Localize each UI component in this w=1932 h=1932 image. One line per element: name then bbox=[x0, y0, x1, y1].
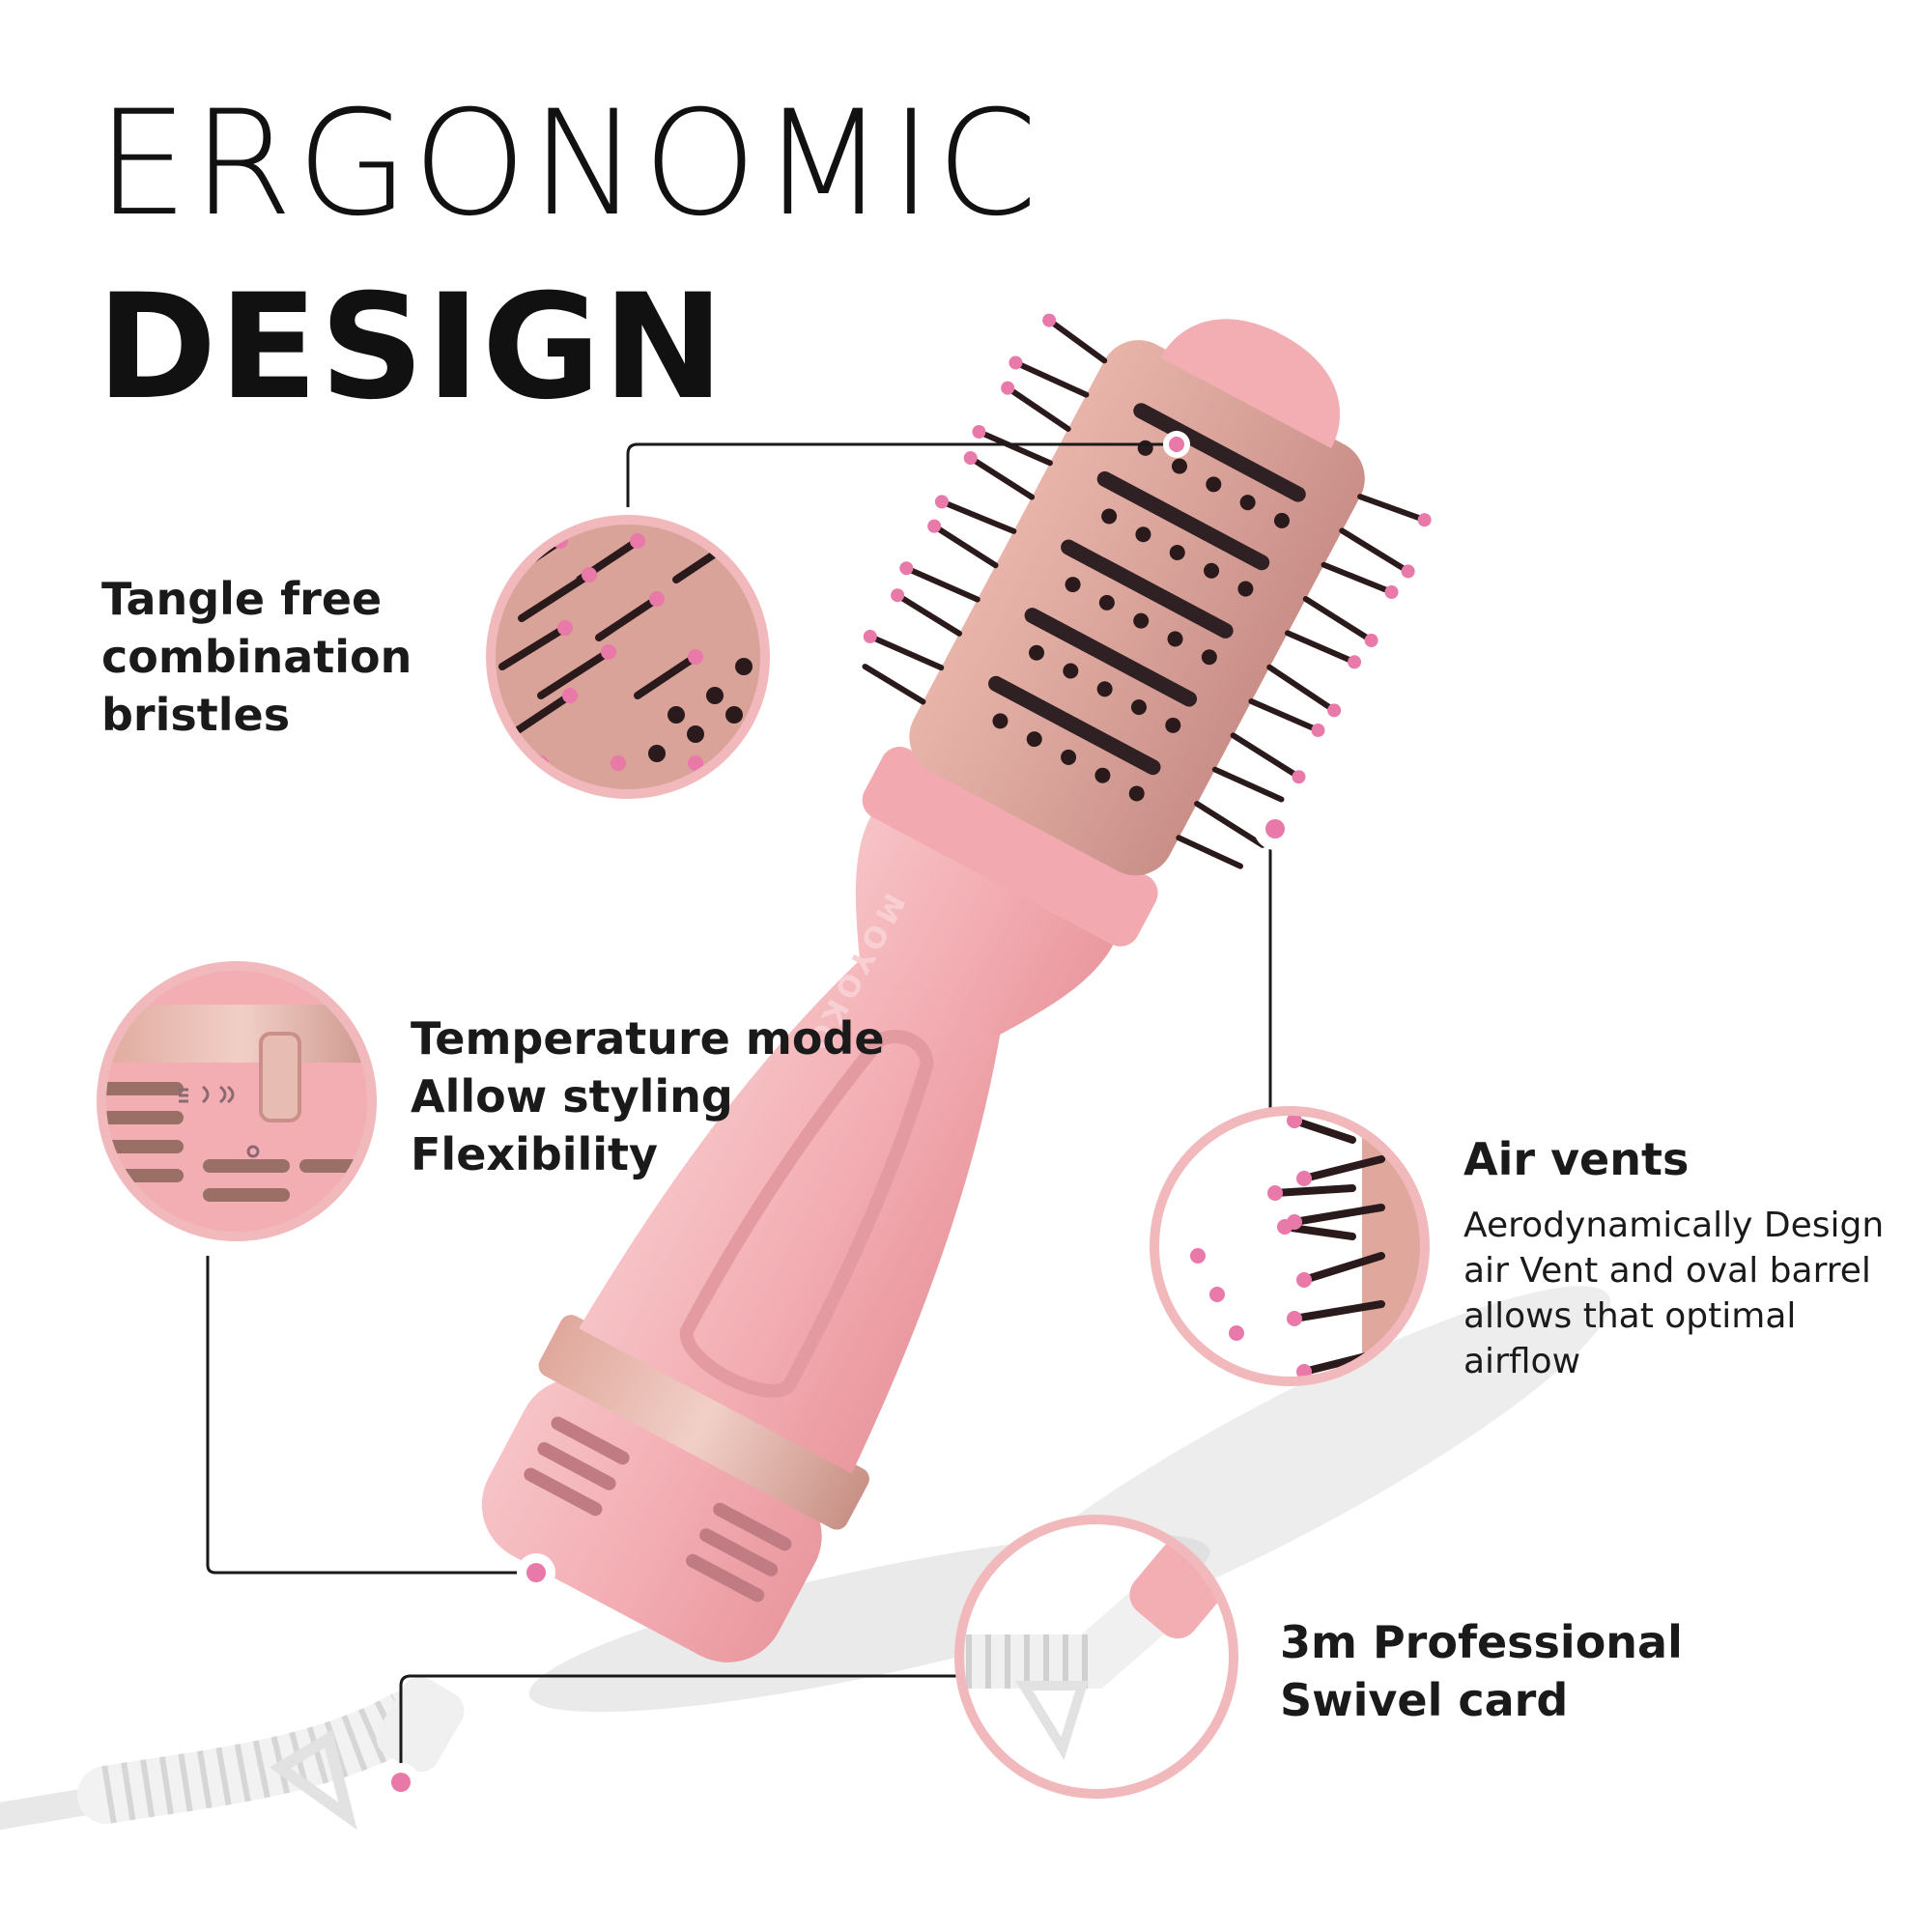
feature-air-vents-line: Aerodynamically Design bbox=[1463, 1206, 1885, 1245]
feature-air-vents-line: air Vent and oval barrel bbox=[1463, 1251, 1871, 1291]
callout-dots bbox=[382, 431, 1296, 1802]
feature-air-vents-title: Air vents bbox=[1463, 1133, 1690, 1185]
feature-air-vents-text: Aerodynamically Design air Vent and oval… bbox=[1463, 1203, 1884, 1384]
feature-cord-line: Swivel card bbox=[1280, 1674, 1569, 1726]
feature-temperature-text: Temperature mode Allow styling Flexibili… bbox=[411, 1009, 885, 1183]
feature-bristles-line: bristles bbox=[101, 689, 291, 741]
feature-bristles-line: combination bbox=[101, 631, 412, 683]
feature-bristles-text: Tangle free combination bristles bbox=[101, 570, 412, 744]
feature-temperature-line: Temperature mode bbox=[411, 1012, 885, 1065]
page-title-line1: ERGONOMIC bbox=[97, 80, 1041, 248]
feature-temperature-line: Allow styling bbox=[411, 1070, 733, 1122]
feature-temperature-line: Flexibility bbox=[411, 1128, 659, 1180]
zoom-air-vents bbox=[1150, 1106, 1430, 1386]
feature-cord-text: 3m Professional Swivel card bbox=[1280, 1613, 1683, 1729]
zoom-swivel-cord bbox=[954, 1515, 1238, 1799]
feature-air-vents-line: allows that optimal bbox=[1463, 1296, 1797, 1336]
hair-dryer-brush: MOYOKO bbox=[481, 313, 1432, 1662]
feature-air-vents-line: airflow bbox=[1463, 1342, 1581, 1381]
zoom-bristles bbox=[486, 515, 770, 799]
callout-lines bbox=[206, 442, 1272, 1777]
zoom-temperature bbox=[97, 961, 377, 1241]
feature-bristles-line: Tangle free bbox=[101, 573, 383, 625]
swivel-cord bbox=[0, 1676, 465, 1831]
page-title-line2: DESIGN bbox=[97, 264, 726, 432]
feature-cord-line: 3m Professional bbox=[1280, 1616, 1683, 1668]
